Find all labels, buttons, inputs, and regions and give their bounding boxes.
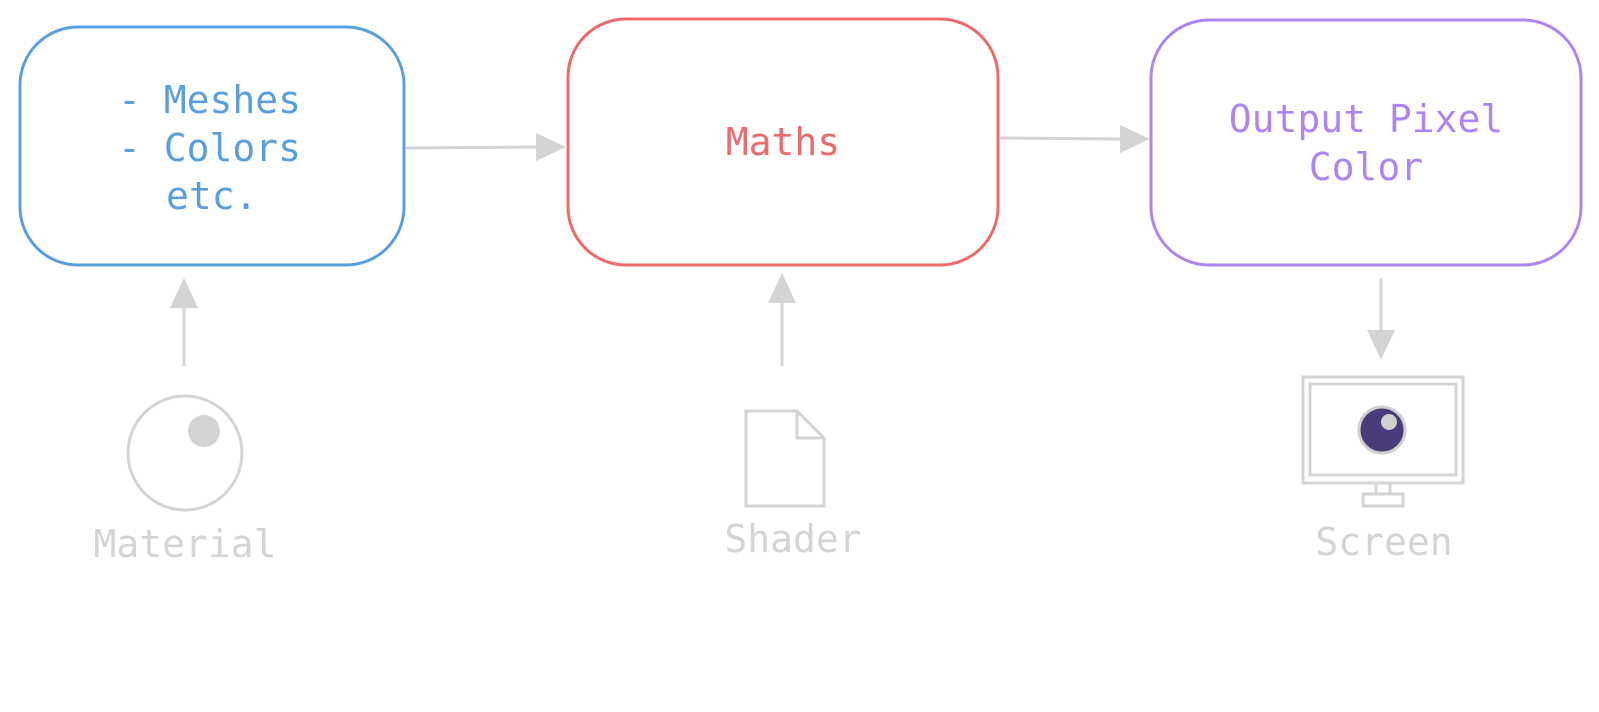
output-node-line-2: Color — [1309, 145, 1423, 189]
monitor-eye-icon — [1301, 375, 1465, 508]
arrow-process-to-output — [999, 125, 1150, 153]
input-node-line-meshes: - Meshes — [118, 78, 301, 122]
shader-caption: Shader — [724, 517, 861, 561]
arrow-shader-to-process — [768, 273, 796, 366]
output-node-box — [1149, 18, 1583, 267]
process-node-label: Maths — [726, 120, 840, 164]
output-node-line-1: Output Pixel — [1229, 97, 1504, 141]
input-node-line-colors: - Colors — [118, 126, 301, 170]
input-node-line-etc: etc. — [166, 174, 258, 218]
file-document-icon — [744, 409, 826, 508]
material-caption: Material — [93, 522, 276, 566]
screen-caption: Screen — [1315, 520, 1452, 564]
input-node-box — [18, 25, 406, 267]
arrow-input-to-process — [404, 133, 566, 161]
process-node-box — [566, 17, 1000, 267]
material-sphere-icon — [126, 394, 244, 512]
arrow-material-to-input — [170, 278, 198, 366]
arrow-output-to-screen — [1367, 278, 1395, 360]
